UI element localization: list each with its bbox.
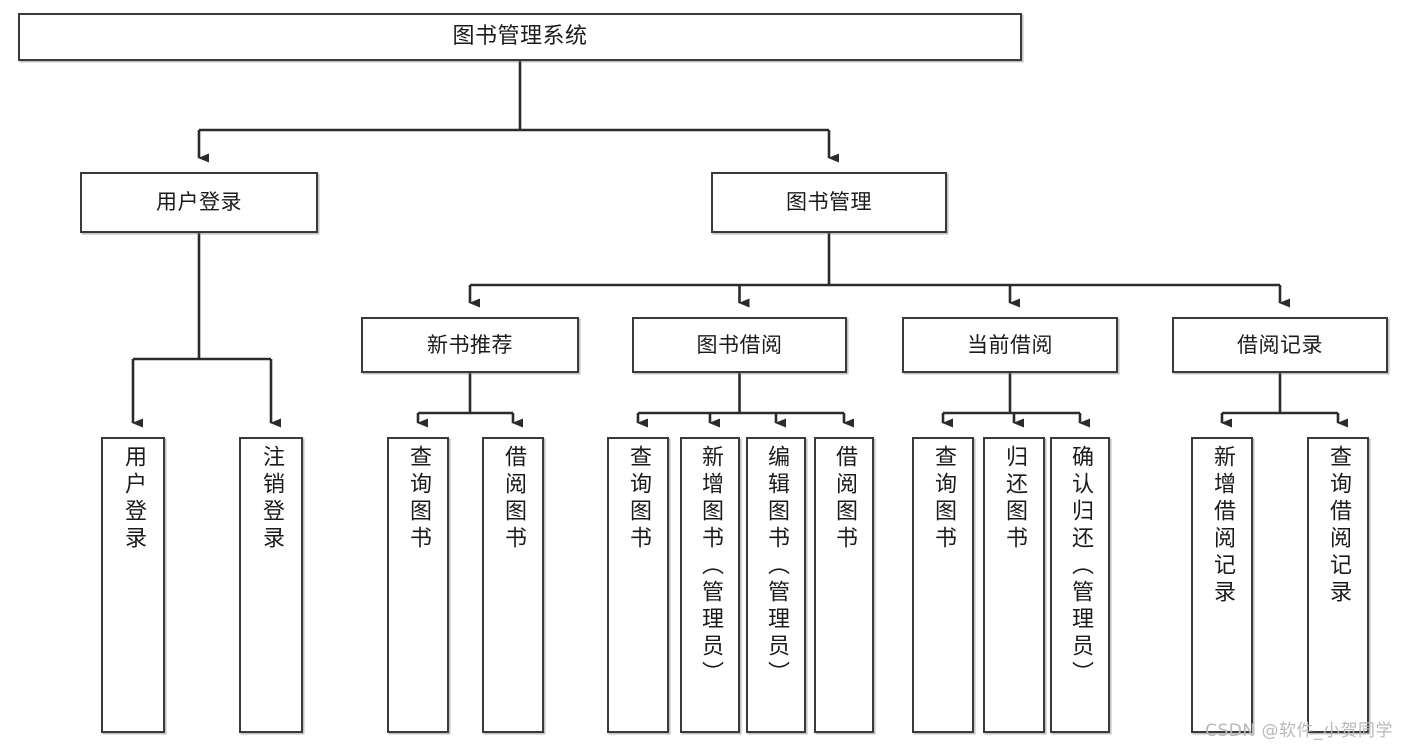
leaf-query-book-2[interactable]: 查询图书 — [607, 437, 669, 733]
leaf-confirm-return[interactable]: 确认归还（管理员） — [1050, 437, 1110, 733]
leaf-add-borrow-record[interactable]: 新增借阅记录 — [1191, 437, 1253, 733]
watermark: CSDN @软件_小贺同学 — [1205, 721, 1393, 741]
leaf-return-book[interactable]: 归还图书 — [983, 437, 1045, 733]
node-label: 借阅记录 — [1237, 332, 1323, 357]
node-label: 新书推荐 — [427, 332, 513, 357]
leaf-borrow-book-1[interactable]: 借阅图书 — [482, 437, 544, 733]
node-label: 编辑图书（管理员） — [764, 445, 789, 688]
node-label: 注销登录 — [259, 445, 284, 553]
node-label: 用户登录 — [156, 190, 242, 215]
node-label: 新增图书（管理员） — [698, 445, 723, 688]
node-label: 图书借阅 — [696, 332, 783, 357]
leaf-query-borrow-record[interactable]: 查询借阅记录 — [1307, 437, 1369, 733]
leaf-borrow-book-2[interactable]: 借阅图书 — [814, 437, 874, 733]
node-label: 借阅图书 — [501, 445, 526, 553]
node-user-login[interactable]: 用户登录 — [80, 172, 318, 233]
leaf-query-book-1[interactable]: 查询图书 — [387, 437, 449, 733]
node-label: 归还图书 — [1002, 445, 1027, 553]
node-label: 确认归还（管理员） — [1068, 445, 1093, 688]
node-new-book-recommend[interactable]: 新书推荐 — [361, 317, 579, 373]
node-label: 当前借阅 — [967, 332, 1053, 357]
leaf-add-book[interactable]: 新增图书（管理员） — [680, 437, 740, 733]
node-current-borrow[interactable]: 当前借阅 — [902, 317, 1118, 373]
node-label: 借阅图书 — [832, 445, 857, 553]
leaf-logout[interactable]: 注销登录 — [239, 437, 303, 733]
leaf-edit-book[interactable]: 编辑图书（管理员） — [746, 437, 806, 733]
leaf-query-book-3[interactable]: 查询图书 — [912, 437, 974, 733]
node-root[interactable]: 图书管理系统 — [18, 13, 1022, 61]
node-borrow-record[interactable]: 借阅记录 — [1172, 317, 1388, 373]
node-label: 查询图书 — [931, 445, 956, 553]
node-label: 查询借阅记录 — [1326, 445, 1351, 607]
node-label: 新增借阅记录 — [1210, 445, 1235, 607]
node-label: 查询图书 — [626, 445, 651, 553]
node-label: 查询图书 — [406, 445, 431, 553]
leaf-user-login[interactable]: 用户登录 — [101, 437, 165, 733]
node-label: 图书管理 — [786, 190, 872, 215]
node-book-borrow[interactable]: 图书借阅 — [632, 317, 847, 373]
node-label: 用户登录 — [121, 445, 146, 553]
node-label: 图书管理系统 — [452, 24, 588, 50]
node-book-manage[interactable]: 图书管理 — [711, 172, 947, 233]
